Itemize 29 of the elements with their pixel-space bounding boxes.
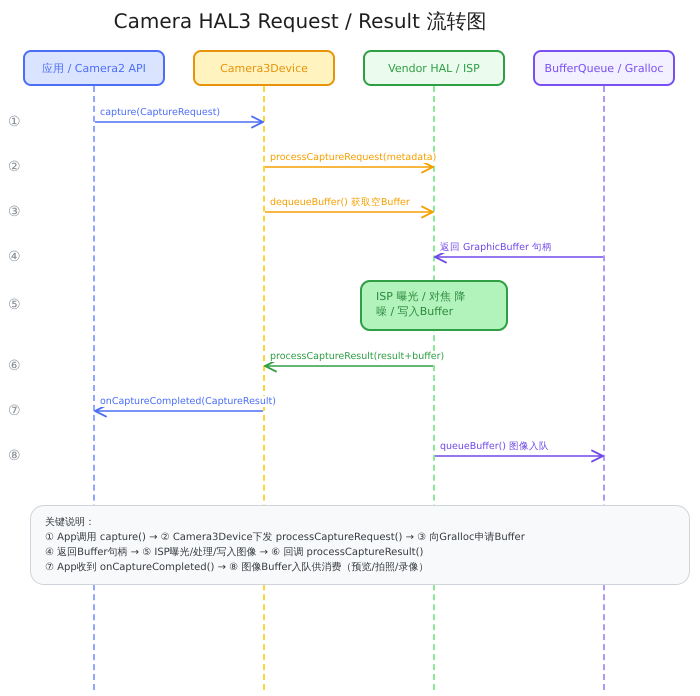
notes-line: ① App调用 capture() → ② Camera3Device下发 processCaptureRequest() → ③ 向Gralloc申请Buffer [45,530,525,545]
participant-box: BufferQueue / Gralloc [533,50,675,86]
step-number: ⑤ [8,297,21,313]
notes-panel [30,505,690,585]
participant-box: 应用 / Camera2 API [23,50,165,86]
diagram-title: Camera HAL3 Request / Result 流转图 [112,8,488,35]
message-arrow [95,115,264,129]
edge-label: onCaptureCompleted(CaptureResult) [99,396,277,407]
participant-box: Camera3Device [193,50,335,86]
step-number: ④ [8,249,21,265]
notes-heading: 关键说明： [45,516,95,530]
process-note: ISP 曝光 / 对焦 降噪 / 写入Buffer [360,280,508,331]
step-number: ⑧ [8,448,21,464]
notes-line: ⑦ App收到 onCaptureCompleted() → ⑧ 图像Buffer入队供消费（预览/拍照/录像） [45,560,428,575]
edge-label: capture(CaptureRequest) [99,107,222,118]
edge-label: 返回 GraphicBuffer 句柄 [439,242,553,253]
step-number: ⑦ [8,403,21,419]
edge-label: processCaptureResult(result+buffer) [269,351,446,362]
step-number: ② [8,159,21,175]
edge-label: processCaptureRequest(metadata) [269,152,438,163]
step-number: ⑥ [8,358,21,374]
step-number: ① [8,114,21,130]
message-arrow [265,205,434,219]
edge-label: queueBuffer() 图像入队 [439,441,550,452]
edge-label: dequeueBuffer() 获取空Buffer [269,197,411,208]
step-number: ③ [8,204,21,220]
notes-line: ④ 返回Buffer句柄 → ⑤ ISP曝光/处理/写入图像 → ⑥ 回调 processCaptureResult() [45,546,424,560]
message-arrow [435,449,604,463]
participant-box: Vendor HAL / ISP [363,50,505,86]
